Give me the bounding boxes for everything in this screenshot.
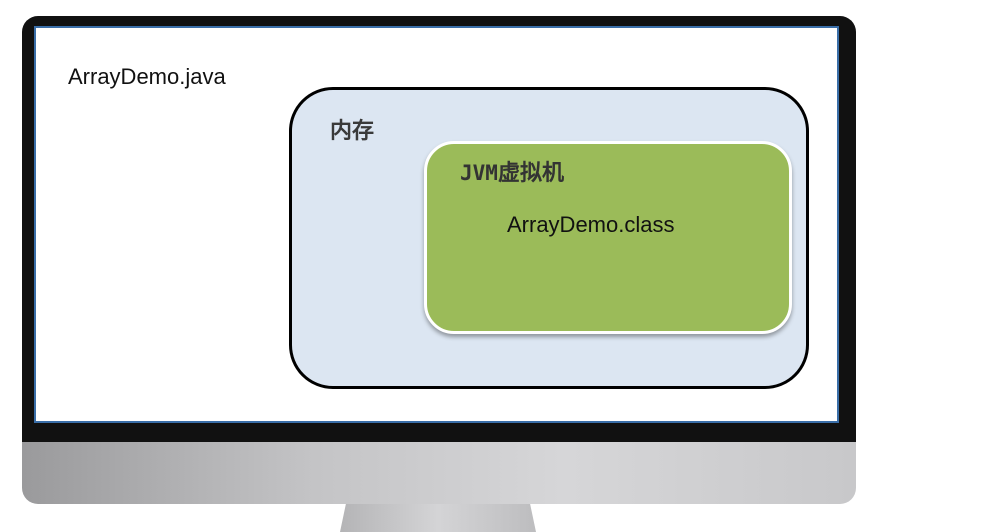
jvm-label: JVM虚拟机 (460, 155, 564, 187)
jvm-label-prefix: JVM (460, 161, 498, 185)
class-file-label: ArrayDemo.class (507, 212, 675, 237)
jvm-box (424, 141, 792, 334)
source-file-label: ArrayDemo.java (68, 64, 226, 89)
monitor-stand (340, 504, 536, 532)
monitor-chin (22, 442, 856, 504)
jvm-label-suffix: 虚拟机 (497, 161, 564, 186)
memory-label: 内存 (330, 119, 375, 144)
